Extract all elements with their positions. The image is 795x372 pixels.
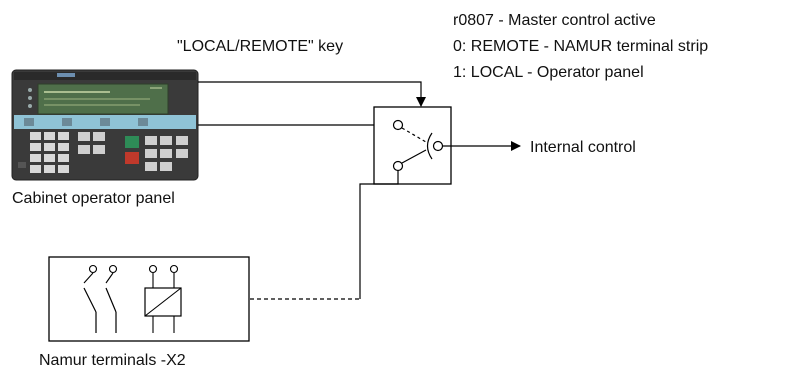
operator-panel-label: Cabinet operator panel bbox=[12, 190, 175, 207]
internal-control-label: Internal control bbox=[530, 139, 636, 156]
local-remote-key-label: "LOCAL/REMOTE" key bbox=[177, 38, 343, 55]
key-signal-line bbox=[198, 82, 421, 106]
param-title: r0807 - Master control active bbox=[453, 12, 656, 29]
changeover-switch bbox=[374, 107, 451, 184]
namur-terminals-label: Namur terminals -X2 bbox=[39, 352, 186, 369]
remote-control-line bbox=[360, 171, 398, 299]
operator-panel-device bbox=[12, 70, 198, 180]
param-option-0: 0: REMOTE - NAMUR terminal strip bbox=[453, 38, 708, 55]
namur-terminal-box bbox=[49, 257, 249, 341]
param-option-1: 1: LOCAL - Operator panel bbox=[453, 64, 644, 81]
